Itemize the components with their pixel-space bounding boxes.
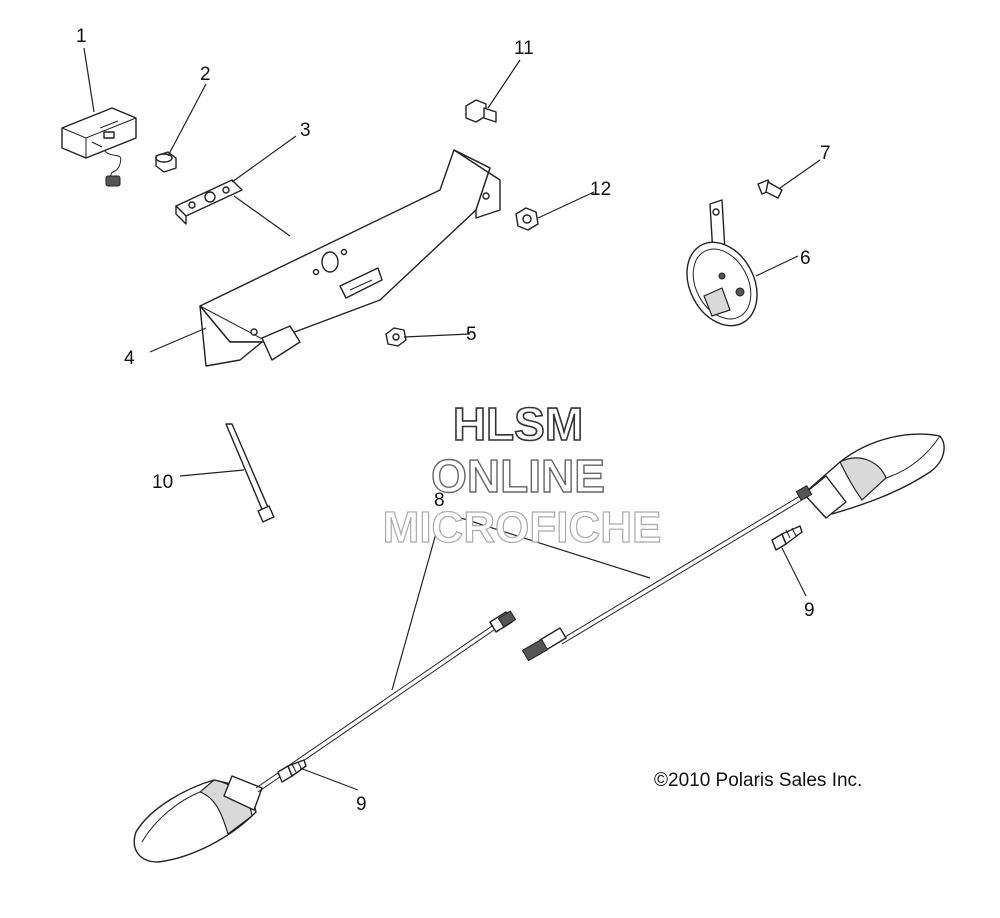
- callout-6: 6: [800, 248, 811, 269]
- watermark: HLSM ONLINE MICROFICHE: [382, 397, 662, 552]
- callout-10: 10: [152, 472, 173, 493]
- part-license-light: [61, 107, 137, 187]
- callout-12: 12: [590, 179, 611, 200]
- leader-lines: [83, 47, 821, 791]
- part-spacer: [155, 151, 177, 173]
- part-screw-9a: [771, 525, 803, 551]
- part-bolt-7: [757, 179, 783, 199]
- part-bracket-plate: [175, 179, 243, 225]
- part-main-bracket: [199, 149, 501, 367]
- callout-labels: 1 2 3 4 5 6 7 8 9 9 10 11 12: [76, 26, 831, 815]
- watermark-line-3: MICROFICHE: [383, 503, 662, 552]
- callout-1: 1: [76, 26, 87, 47]
- part-turn-signal-left: [133, 610, 517, 863]
- part-screw-9b: [277, 759, 307, 783]
- part-turn-signal-right: [521, 433, 945, 662]
- copyright-notice: ©2010 Polaris Sales Inc.: [654, 770, 862, 791]
- callout-5: 5: [466, 324, 477, 345]
- watermark-line-2: ONLINE: [431, 450, 605, 502]
- part-bolt-11: [465, 99, 497, 123]
- part-nut-5: [385, 327, 407, 347]
- part-cable-tie: [225, 423, 275, 523]
- callout-9b: 9: [356, 794, 367, 815]
- part-nut-12: [515, 207, 539, 231]
- part-horn: [686, 199, 758, 327]
- callout-2: 2: [200, 64, 211, 85]
- callout-4: 4: [124, 348, 135, 369]
- callout-8: 8: [434, 490, 445, 511]
- callout-3: 3: [300, 120, 311, 141]
- callout-7: 7: [820, 143, 831, 164]
- callout-11: 11: [514, 38, 534, 59]
- callout-9a: 9: [804, 600, 815, 621]
- watermark-line-1: HLSM: [453, 398, 583, 450]
